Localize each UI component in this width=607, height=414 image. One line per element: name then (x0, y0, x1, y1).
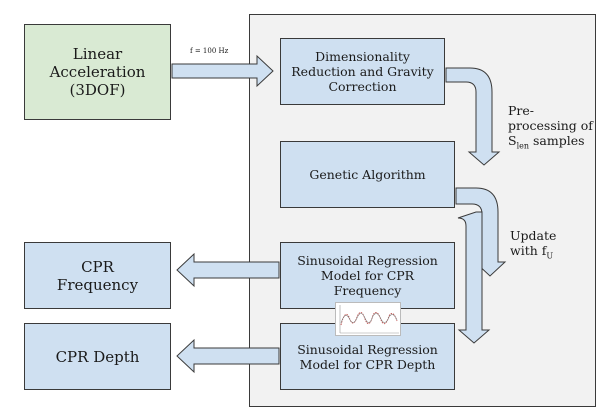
samples-word: samples (529, 133, 585, 148)
sinusoid-thumbnail (335, 302, 401, 336)
cpr-frequency-output-box: CPR Frequency (24, 242, 171, 309)
input-acceleration-box: Linear Acceleration (3DOF) (24, 24, 171, 120)
cpr-frequency-output-label: CPR Frequency (56, 257, 139, 294)
sample-symbol: S (508, 133, 517, 148)
preprocessing-line3: Slen samples (508, 133, 593, 154)
frequency-model-label: Sinusoidal Regression Model for CPR Freq… (297, 253, 438, 298)
cpr-depth-output-label: CPR Depth (55, 347, 140, 366)
dimensionality-reduction-box: Dimensionality Reduction and Gravity Cor… (280, 38, 445, 105)
sampling-frequency-label: f = 100 Hz (190, 47, 229, 55)
update-line1: Update (510, 228, 557, 243)
genetic-algorithm-label: Genetic Algorithm (309, 167, 426, 182)
sample-subscript: len (516, 141, 530, 151)
input-acceleration-label: Linear Acceleration (3DOF) (49, 45, 146, 99)
preprocessing-note: Pre- processing of Slen samples (508, 103, 593, 154)
dimensionality-reduction-label: Dimensionality Reduction and Gravity Cor… (291, 49, 434, 94)
update-curve-arrow-bottom (457, 211, 491, 344)
preprocess-curve-arrow (445, 67, 501, 166)
cpr-depth-output-box: CPR Depth (24, 323, 171, 390)
update-note: Update with fU (510, 228, 556, 264)
update-subscript: U (546, 251, 554, 261)
genetic-algorithm-box: Genetic Algorithm (280, 141, 455, 208)
input-arrow (171, 54, 274, 88)
depth-model-label: Sinusoidal Regression Model for CPR Dept… (297, 341, 438, 372)
sinusoid-thumbnail-plot (339, 305, 399, 334)
frequency-output-arrow (176, 252, 280, 288)
update-line2: with fU (510, 243, 556, 264)
preprocessing-line1: Pre- (508, 103, 535, 118)
preprocessing-line2: processing of (508, 118, 593, 133)
depth-output-arrow (176, 338, 280, 374)
update-with-label: with f (510, 243, 547, 258)
frequency-model-box: Sinusoidal Regression Model for CPR Freq… (280, 242, 455, 309)
